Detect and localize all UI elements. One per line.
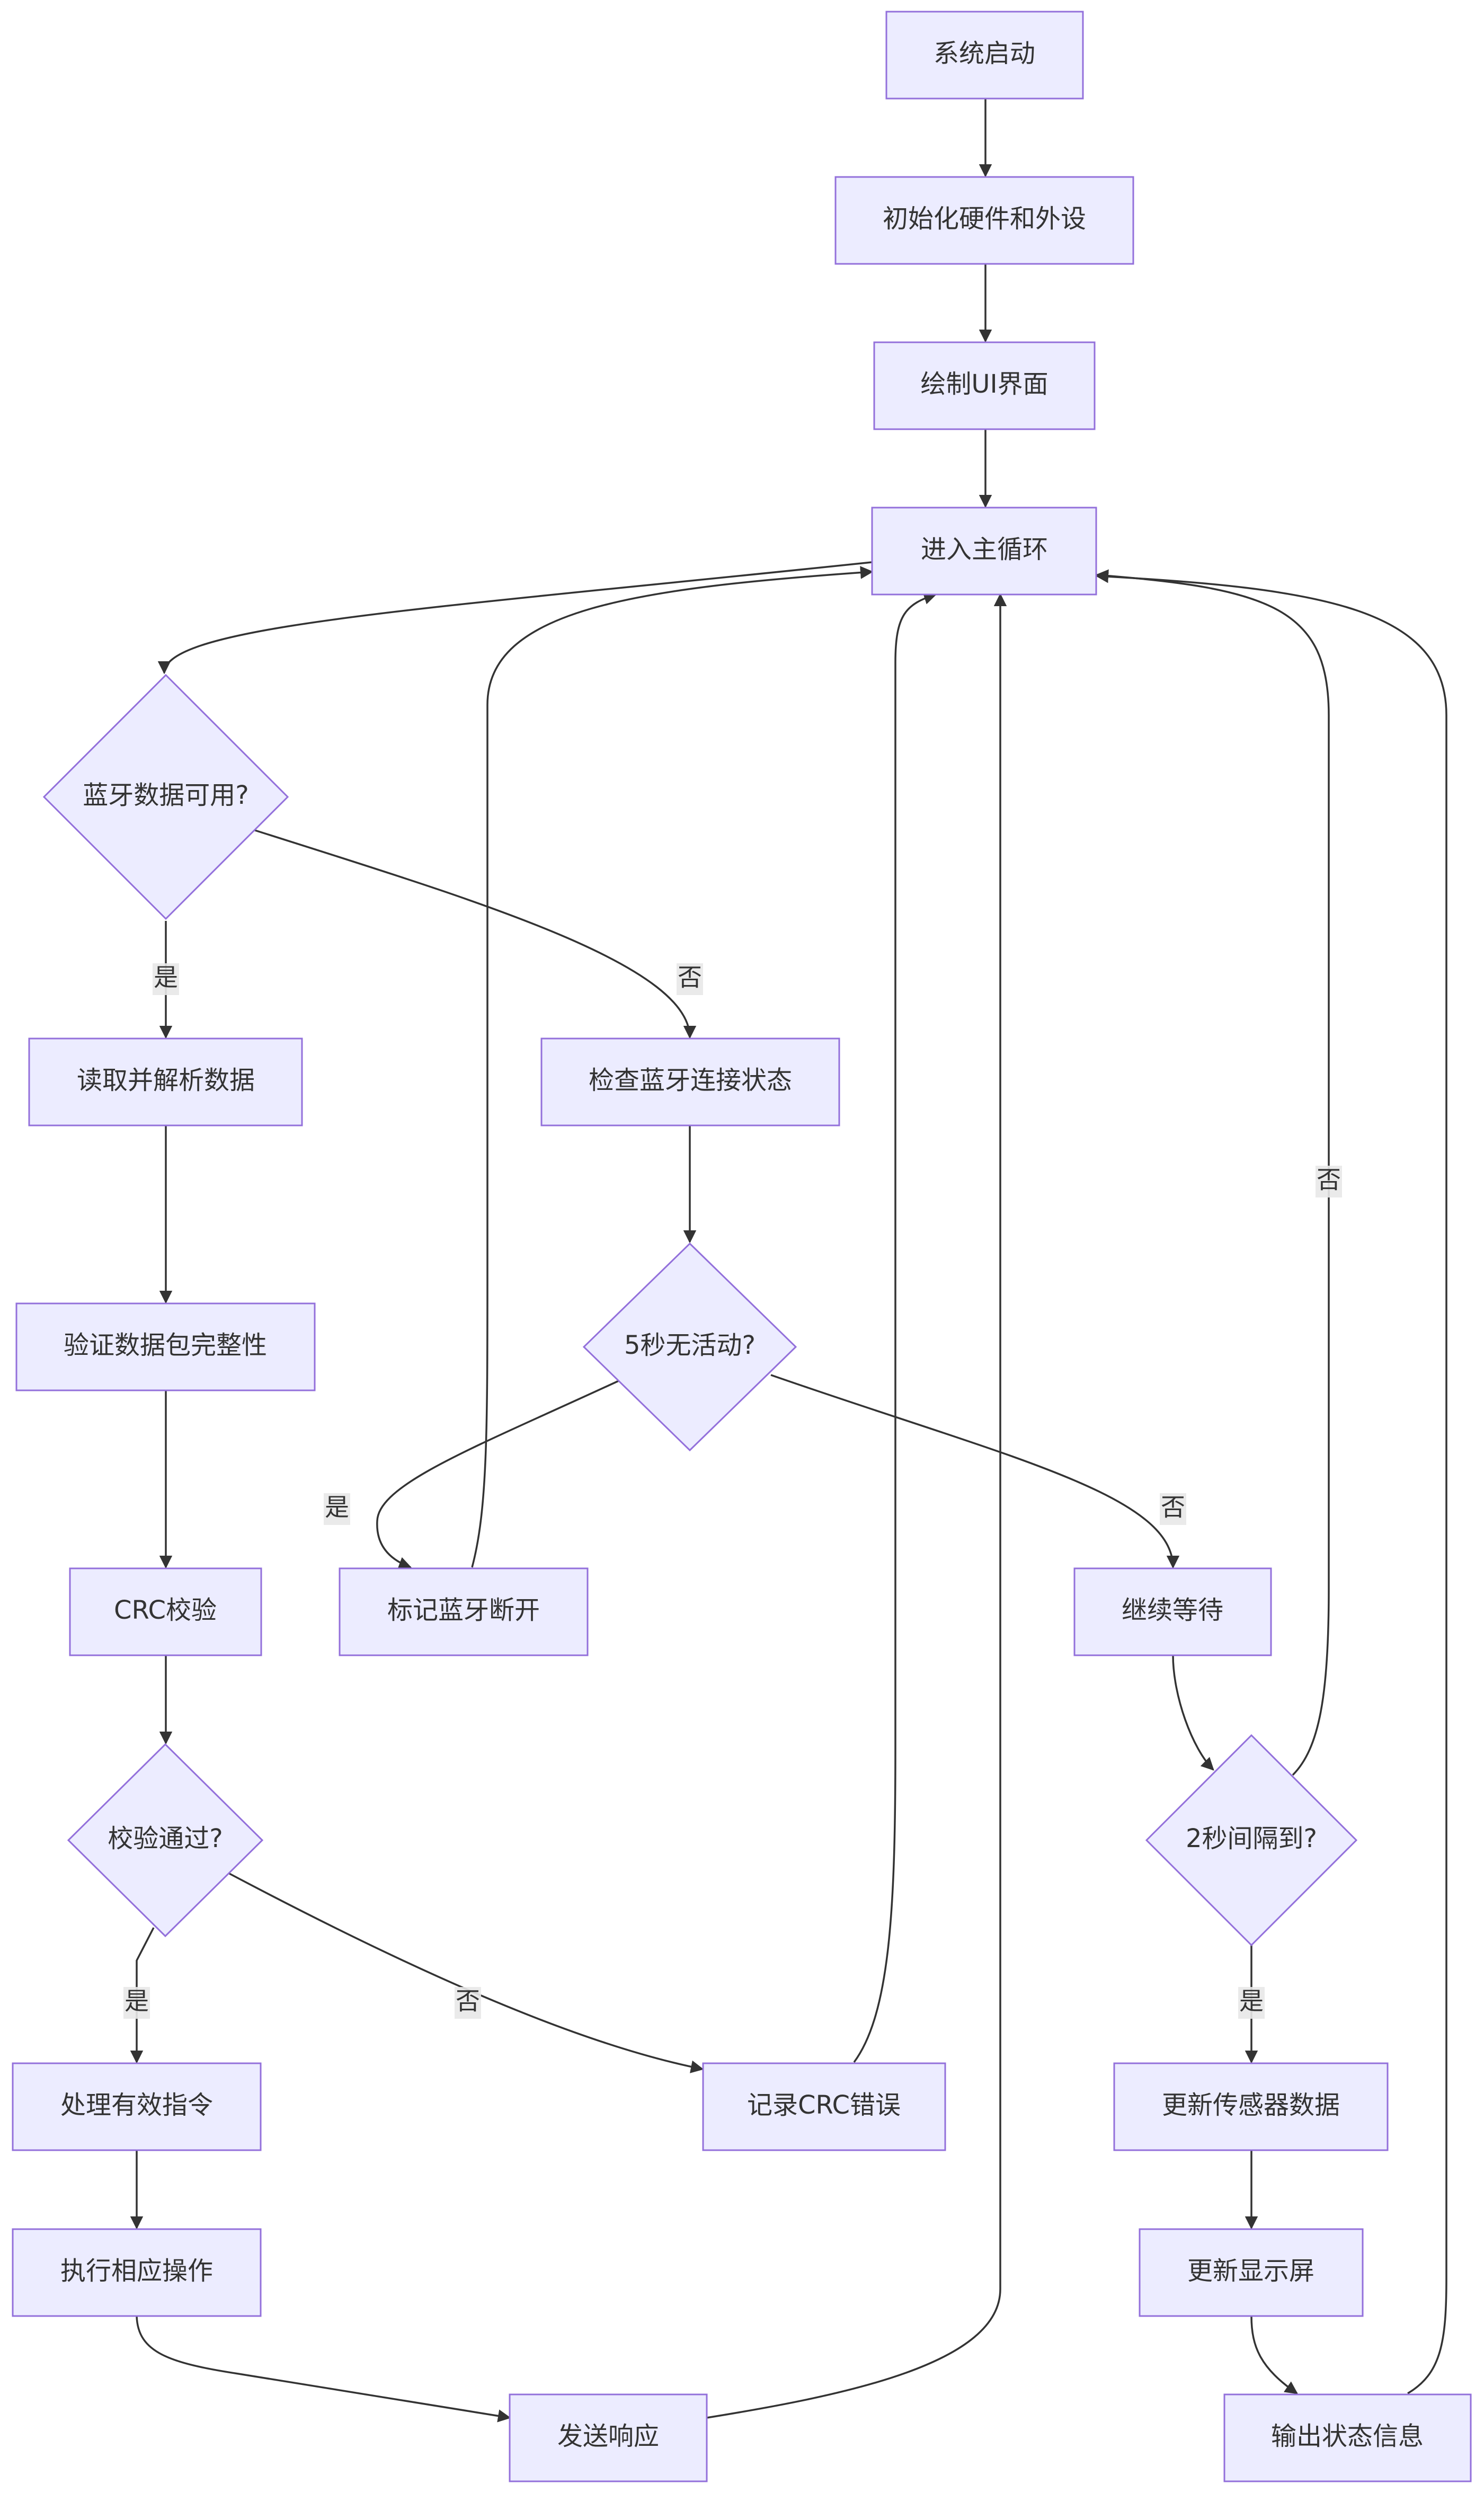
edge-display-output bbox=[1250, 2315, 1299, 2394]
node-check-conn: 检查蓝牙连接状态 bbox=[540, 1037, 840, 1126]
edge-label-bg bbox=[123, 1987, 150, 2019]
edge-inactive-mark bbox=[376, 1379, 620, 1569]
edge-label-bt-no: 否 bbox=[678, 963, 702, 992]
node-init: 初始化硬件和外设 bbox=[834, 176, 1134, 265]
node-log-crc-err-label: 记录CRC错误 bbox=[747, 2090, 901, 2120]
node-read-parse: 读取并解析数据 bbox=[28, 1037, 303, 1126]
node-output-status-label: 输出状态信息 bbox=[1271, 2421, 1424, 2451]
node-validate-label: 验证数据包完整性 bbox=[64, 1330, 267, 1360]
edge-output-mainloop bbox=[1095, 570, 1447, 2394]
node-draw-ui: 绘制UI界面 bbox=[873, 341, 1096, 430]
node-send-resp: 发送响应 bbox=[509, 2393, 708, 2482]
edge-label-inactive-yes: 是 bbox=[325, 1493, 349, 1522]
node-crc-pass: 校验通过? bbox=[67, 1743, 264, 1938]
edge-send-mainloop bbox=[706, 593, 1007, 2419]
edge-label-bg bbox=[1316, 1166, 1342, 1197]
edge-interval-mainloop bbox=[1095, 569, 1330, 1776]
node-start: 系统启动 bbox=[885, 11, 1084, 100]
edge-label-bg bbox=[324, 1493, 350, 1525]
node-read-parse-label: 读取并解析数据 bbox=[77, 1066, 255, 1095]
edge-labels: 是 否 是 否 是 否 是 否 bbox=[123, 963, 1342, 2019]
node-main-loop-label: 进入主循环 bbox=[921, 535, 1048, 564]
node-keep-waiting: 继续等待 bbox=[1073, 1567, 1272, 1656]
edge-label-bg bbox=[1160, 1493, 1186, 1525]
node-execute-op: 执行相应操作 bbox=[12, 2228, 262, 2317]
edge-label-inactive-no: 否 bbox=[1161, 1493, 1185, 1522]
node-inactive-5s: 5秒无活动? bbox=[582, 1242, 797, 1452]
edge-mainloop-btavailable bbox=[157, 561, 873, 675]
node-output-status: 输出状态信息 bbox=[1223, 2393, 1472, 2482]
node-bt-available: 蓝牙数据可用? bbox=[42, 673, 289, 920]
node-interval-2s-label: 2秒间隔到? bbox=[1186, 1824, 1317, 1853]
edge-crcpass-logerr bbox=[229, 1873, 704, 2073]
node-update-sensor: 更新传感器数据 bbox=[1113, 2062, 1389, 2151]
node-main-loop: 进入主循环 bbox=[871, 507, 1097, 596]
edge-label-crc-yes: 是 bbox=[125, 1987, 149, 2016]
node-start-label: 系统启动 bbox=[934, 39, 1035, 68]
edge-label-crc-no: 否 bbox=[456, 1987, 480, 2016]
edge-label-interval-no: 否 bbox=[1317, 1166, 1341, 1194]
edge-mark-mainloop bbox=[471, 566, 874, 1568]
edge-inactive-wait bbox=[770, 1374, 1180, 1569]
node-inactive-5s-label: 5秒无活动? bbox=[624, 1330, 756, 1360]
edge-btavailable-checkconn bbox=[253, 829, 697, 1039]
edge-label-bg bbox=[153, 963, 179, 995]
node-draw-ui-label: 绘制UI界面 bbox=[920, 369, 1048, 399]
node-check-conn-label: 检查蓝牙连接状态 bbox=[589, 1066, 792, 1095]
node-validate: 验证数据包完整性 bbox=[15, 1302, 316, 1391]
edges bbox=[130, 99, 1447, 2423]
nodes: 系统启动 初始化硬件和外设 绘制UI界面 进入主循环 蓝牙数据可用? 读取并解析… bbox=[12, 11, 1472, 2482]
node-mark-disconnect: 标记蓝牙断开 bbox=[339, 1567, 589, 1656]
node-log-crc-err: 记录CRC错误 bbox=[702, 2062, 946, 2151]
edge-label-bt-yes: 是 bbox=[154, 963, 178, 992]
node-bt-available-label: 蓝牙数据可用? bbox=[83, 780, 248, 810]
node-crc-label: CRC校验 bbox=[114, 1595, 217, 1625]
node-crc-pass-label: 校验通过? bbox=[108, 1824, 223, 1853]
node-process-cmd-label: 处理有效指令 bbox=[60, 2090, 213, 2120]
node-execute-op-label: 执行相应操作 bbox=[60, 2256, 213, 2286]
edge-wait-interval bbox=[1172, 1655, 1214, 1771]
node-keep-waiting-label: 继续等待 bbox=[1122, 1595, 1223, 1625]
edge-execute-send bbox=[136, 2315, 511, 2423]
node-update-display: 更新显示屏 bbox=[1139, 2228, 1364, 2317]
edge-label-bg bbox=[455, 1987, 481, 2019]
edge-logerr-mainloop bbox=[853, 592, 937, 2063]
node-send-resp-label: 发送响应 bbox=[557, 2421, 659, 2451]
node-interval-2s: 2秒间隔到? bbox=[1145, 1734, 1358, 1947]
node-init-label: 初始化硬件和外设 bbox=[883, 204, 1086, 234]
edge-label-interval-yes: 是 bbox=[1239, 1987, 1264, 2016]
edge-crcpass-process bbox=[130, 1927, 155, 2064]
node-crc: CRC校验 bbox=[69, 1567, 262, 1656]
node-update-sensor-label: 更新传感器数据 bbox=[1162, 2090, 1340, 2120]
edge-label-bg bbox=[677, 963, 703, 995]
node-process-cmd: 处理有效指令 bbox=[12, 2062, 262, 2151]
node-update-display-label: 更新显示屏 bbox=[1187, 2256, 1314, 2286]
edge-label-bg bbox=[1238, 1987, 1265, 2019]
node-mark-disconnect-label: 标记蓝牙断开 bbox=[387, 1595, 540, 1625]
